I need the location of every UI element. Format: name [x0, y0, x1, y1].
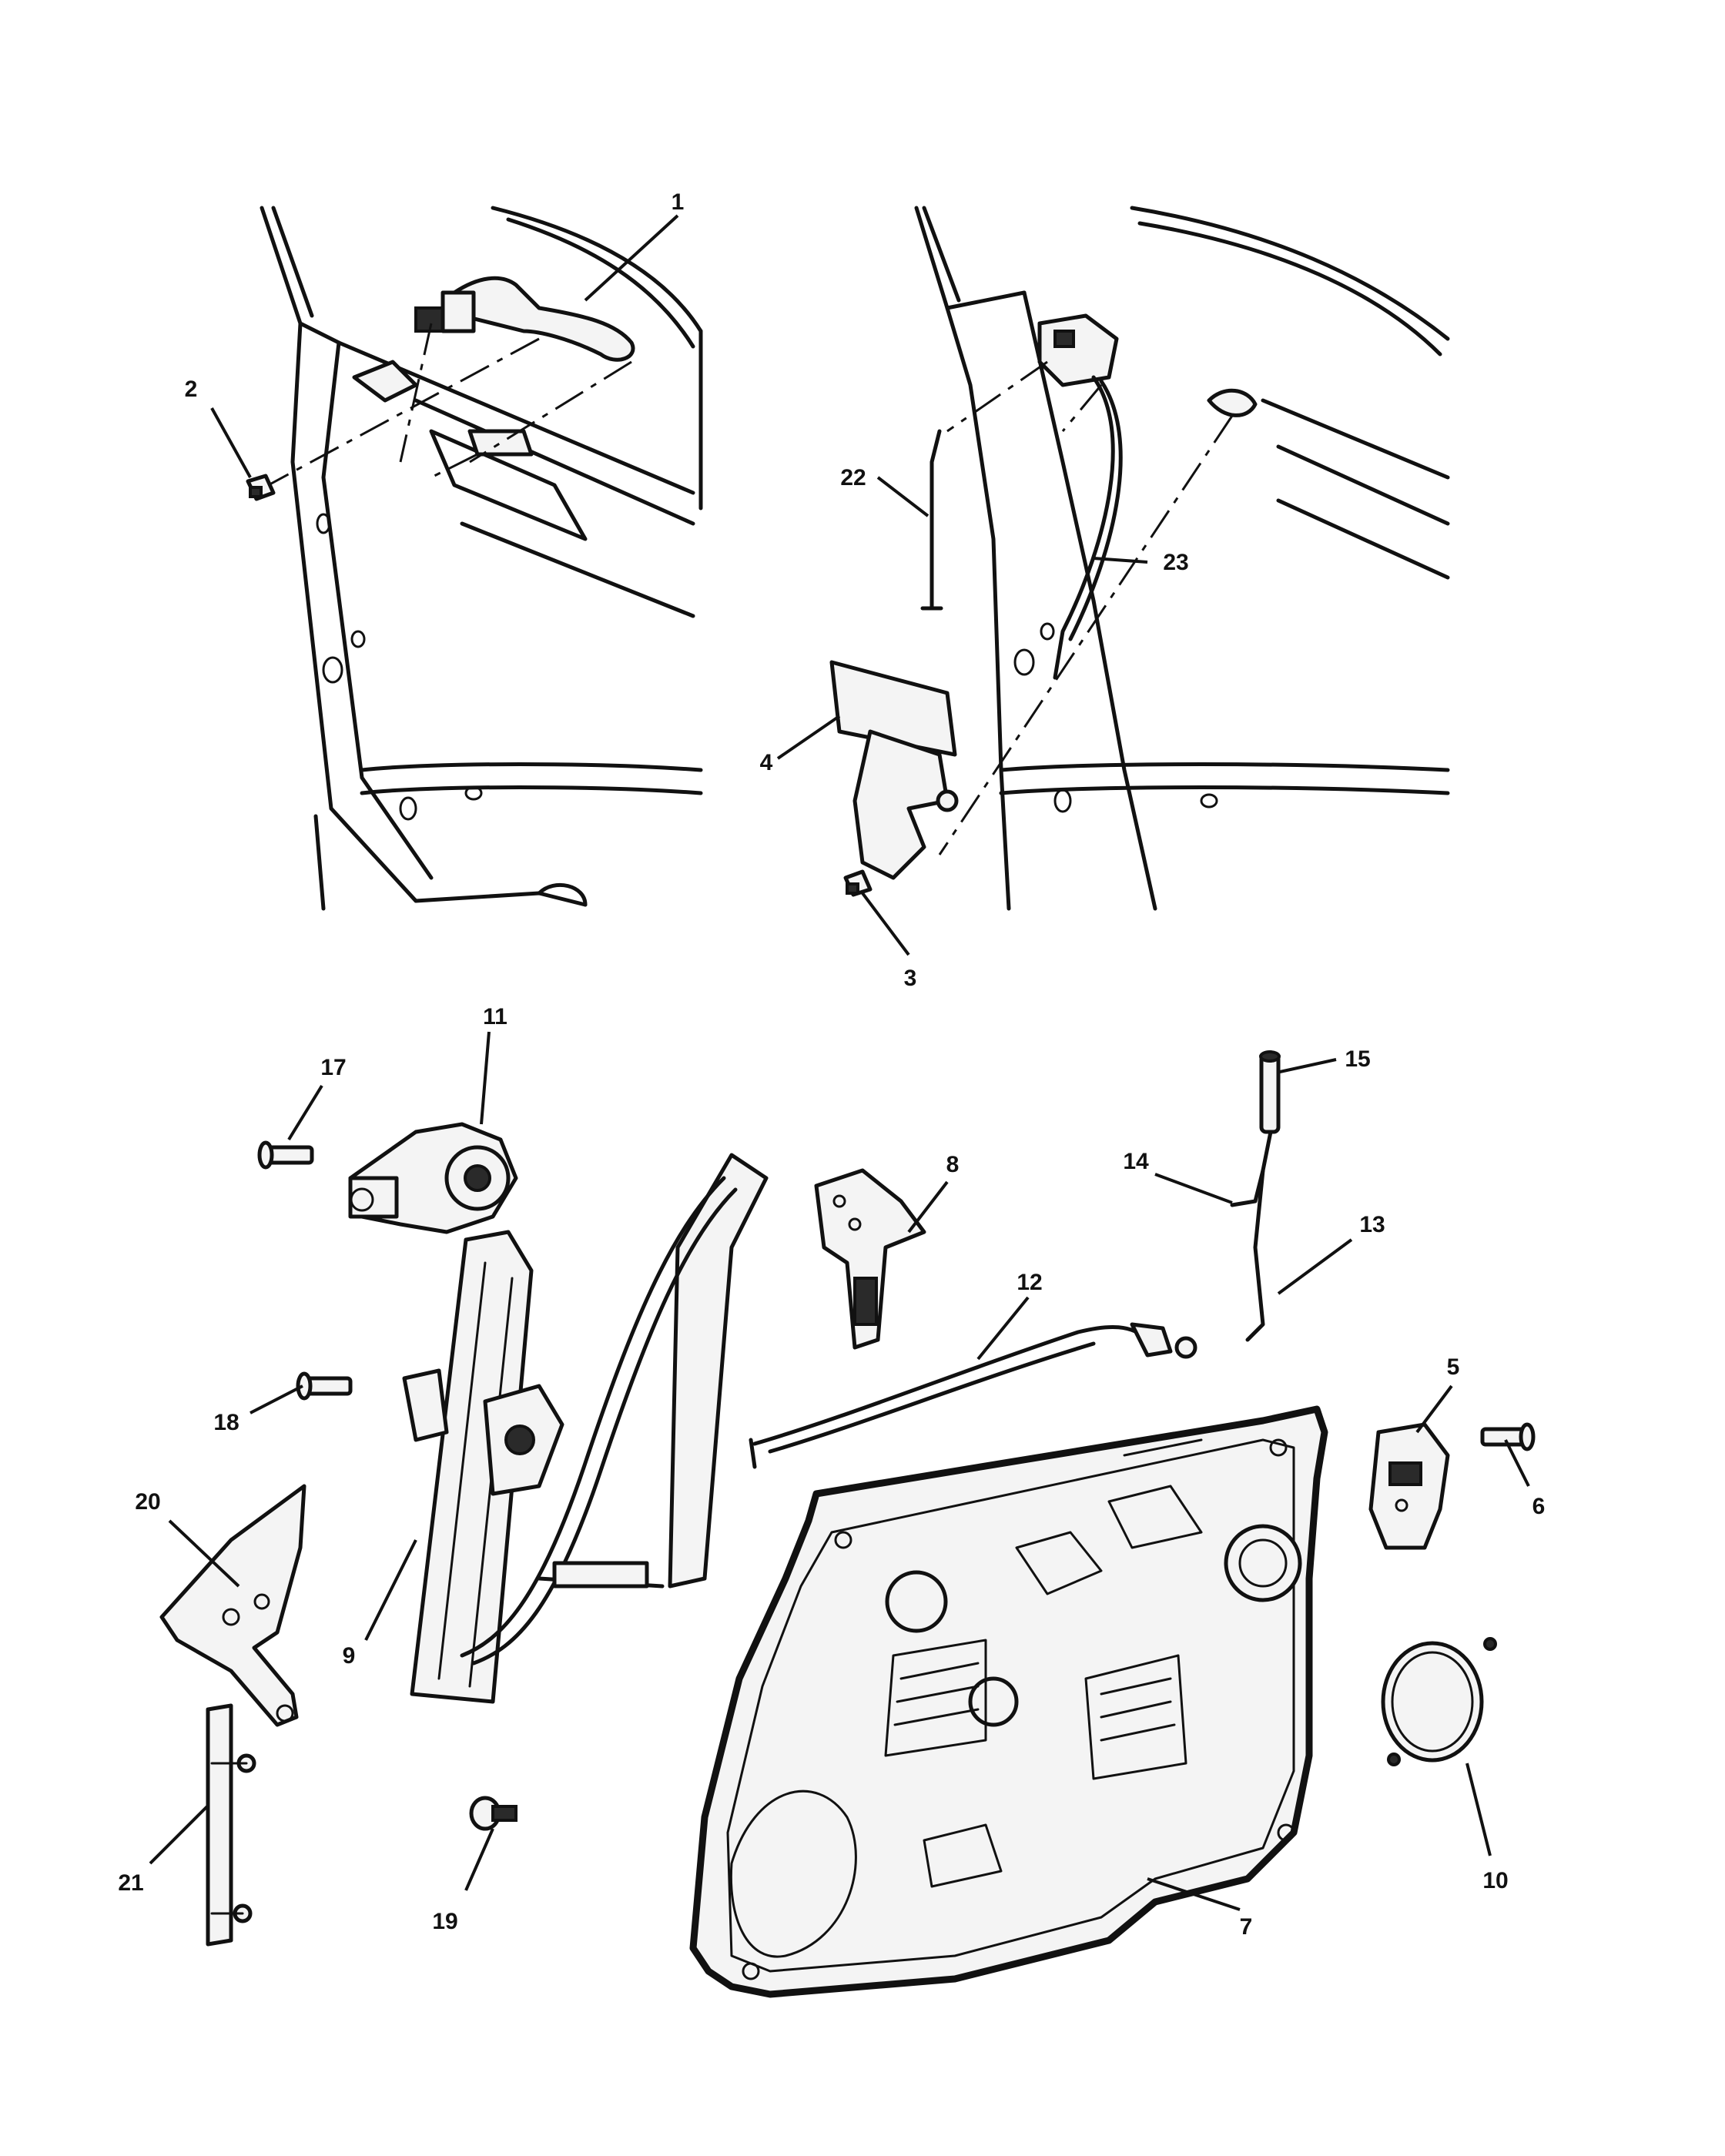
latch-part-5 — [1368, 1422, 1450, 1550]
bolt-part-2 — [246, 474, 276, 501]
callout-17: 17 — [320, 1055, 346, 1080]
lock-part-8 — [814, 1168, 926, 1350]
callout-8: 8 — [946, 1152, 960, 1177]
window-motor-part-11 — [348, 1122, 518, 1234]
rod-part-13 — [1245, 1168, 1265, 1342]
callout-labels: 1 2 3 4 5 6 7 8 9 10 11 12 13 14 15 17 1… — [118, 189, 1545, 1940]
window-regulator-part-9 — [402, 1153, 769, 1704]
cable-part-12 — [749, 1322, 1197, 1469]
callout-20: 20 — [135, 1489, 160, 1515]
callout-15: 15 — [1345, 1046, 1370, 1072]
callout-11: 11 — [483, 1004, 507, 1029]
callout-21: 21 — [118, 1870, 143, 1896]
callout-22: 22 — [840, 465, 866, 490]
pin-part-18 — [296, 1371, 353, 1401]
callout-19: 19 — [432, 1909, 457, 1934]
callout-13: 13 — [1359, 1212, 1385, 1237]
callout-7: 7 — [1240, 1914, 1253, 1940]
leader-lines — [149, 214, 1530, 1911]
pin-part-17 — [257, 1140, 314, 1170]
door-module-panel-part-7 — [689, 1405, 1328, 1998]
bracket-part-4 — [829, 660, 959, 880]
callout-14: 14 — [1123, 1149, 1149, 1174]
callout-1: 1 — [672, 189, 685, 215]
speaker-ring-part-10 — [1381, 1637, 1497, 1766]
callout-4: 4 — [760, 750, 773, 775]
door-frame-view-left — [246, 206, 703, 911]
channel-part-21 — [206, 1703, 256, 1947]
callout-9: 9 — [343, 1643, 356, 1669]
callout-18: 18 — [213, 1410, 239, 1435]
rod-part-14 — [1230, 1130, 1273, 1207]
callout-6: 6 — [1532, 1494, 1546, 1519]
mirror-bracket-part-20 — [159, 1484, 306, 1727]
rod-part-15 — [1259, 1050, 1281, 1134]
door-frame-view-right — [829, 206, 1450, 911]
callout-23: 23 — [1163, 550, 1188, 575]
callout-5: 5 — [1447, 1354, 1460, 1380]
bolt-part-3 — [843, 869, 873, 897]
clip-part-19 — [469, 1796, 518, 1831]
screw-part-6 — [1480, 1422, 1536, 1451]
callout-12: 12 — [1017, 1270, 1042, 1295]
callout-10: 10 — [1482, 1868, 1508, 1893]
callout-2: 2 — [185, 377, 198, 402]
callout-3: 3 — [904, 966, 917, 991]
